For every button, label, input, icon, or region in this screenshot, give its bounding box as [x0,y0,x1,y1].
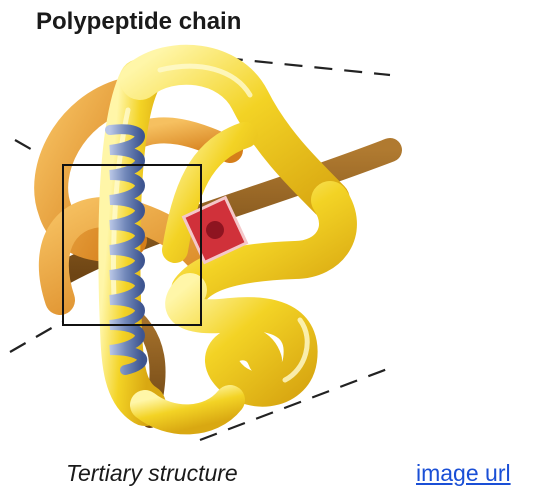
image-url-link[interactable]: image url [416,460,511,487]
diagram-caption: Tertiary structure [66,460,238,487]
